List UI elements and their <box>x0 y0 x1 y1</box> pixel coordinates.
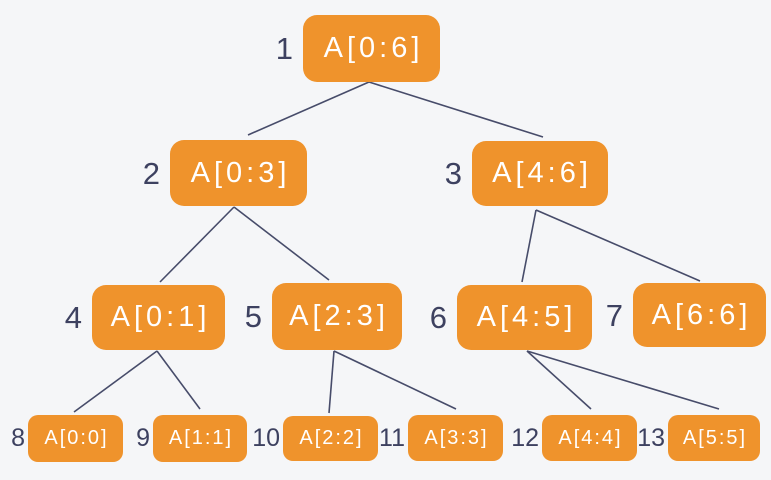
node-number: 4 <box>64 300 82 335</box>
tree-node-11: 11 A[3:3] <box>379 415 503 461</box>
node-number: 10 <box>252 424 280 452</box>
edge-2-5 <box>233 206 330 281</box>
node-number: 5 <box>244 299 262 334</box>
node-label: A[0:1] <box>110 301 211 333</box>
tree-node-5: 5 A[2:3] <box>245 283 402 350</box>
tree-node-2: 2 A[0:3] <box>143 140 307 206</box>
node-number: 7 <box>605 297 623 333</box>
node-label: A[6:6] <box>651 298 752 331</box>
tree-node-3: 3 A[4:6] <box>445 141 608 206</box>
node-number: 8 <box>11 424 25 452</box>
tree-node-8: 8 A[0:0] <box>11 415 123 462</box>
node-number: 12 <box>511 423 539 452</box>
node-number: 6 <box>429 300 447 335</box>
node-label: A[0:0] <box>44 427 109 449</box>
node-number: 9 <box>136 424 150 452</box>
node-number: 13 <box>637 423 665 452</box>
tree-node-7: 7 A[6:6] <box>606 283 766 347</box>
edge-3-7 <box>535 209 701 282</box>
edge-3-6 <box>521 209 537 283</box>
edge-5-11 <box>333 350 457 410</box>
node-label: A[0:6] <box>323 32 424 64</box>
edge-1-3 <box>368 81 544 138</box>
edge-6-12 <box>526 350 592 410</box>
tree-node-12: 12 A[4:4] <box>511 415 637 461</box>
node-label: A[4:6] <box>492 157 592 189</box>
tree-node-4: 4 A[0:1] <box>65 285 225 350</box>
edge-5-10 <box>328 350 335 414</box>
edge-4-9 <box>156 350 201 410</box>
node-number: 11 <box>379 423 405 452</box>
edge-6-13 <box>526 350 720 410</box>
tree-node-1: 1 A[0:6] <box>276 15 440 82</box>
node-label: A[1:1] <box>168 427 234 449</box>
tree-node-9: 9 A[1:1] <box>136 415 247 462</box>
node-label: A[3:3] <box>424 426 489 449</box>
tree-node-10: 10 A[2:2] <box>252 416 378 461</box>
edge-4-8 <box>73 350 158 413</box>
node-label: A[5:5] <box>682 426 748 449</box>
tree-node-6: 6 A[4:5] <box>430 285 592 350</box>
node-number: 1 <box>275 31 293 66</box>
node-label: A[0:3] <box>190 156 291 189</box>
edge-1-2 <box>247 81 370 136</box>
tree-node-13: 13 A[5:5] <box>637 415 760 461</box>
edge-2-4 <box>159 206 235 283</box>
node-label: A[2:2] <box>299 427 364 449</box>
node-number: 2 <box>142 155 160 191</box>
node-label: A[2:3] <box>289 300 389 332</box>
node-number: 3 <box>444 156 462 191</box>
node-label: A[4:5] <box>476 301 577 333</box>
node-label: A[4:4] <box>558 426 623 449</box>
